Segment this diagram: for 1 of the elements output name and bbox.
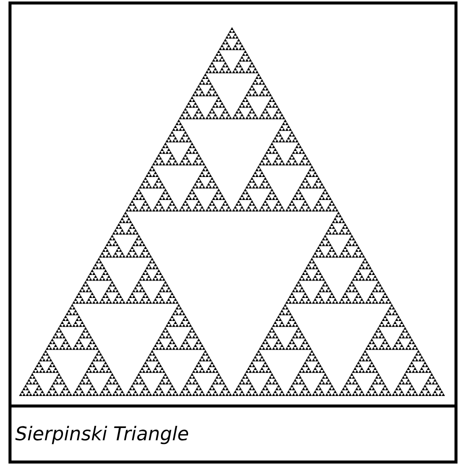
caption: Sierpinski Triangle	[15, 426, 188, 444]
